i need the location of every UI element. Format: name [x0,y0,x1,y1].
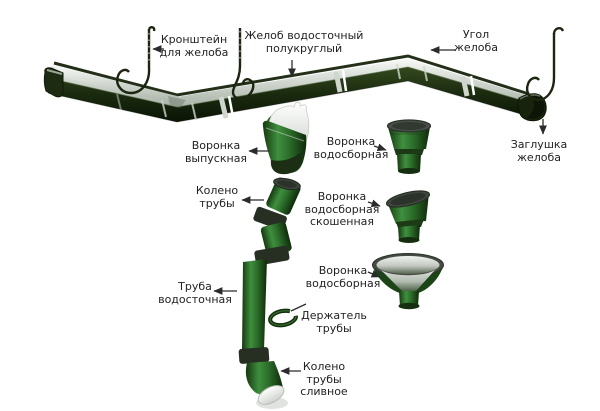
arrow-catch-funnel [373,143,387,152]
beveled-funnel-icon [385,190,431,243]
downpipe-icon [238,259,270,364]
gutter-graphic [43,54,547,123]
gutter-bracket-icon-middle [231,28,255,100]
gutter-bracket-icon-right [525,26,565,102]
label-gutter: Желоб водосточный полукруглый [244,29,364,55]
label-gutter-endcap: Заглушка желоба [510,138,568,164]
pointer-pipe-holder [290,303,307,312]
pipe-holder-icon [268,308,298,328]
label-gutter-bracket: Кронштейн для желоба [159,33,229,59]
label-outlet-funnel: Воронка выпускная [184,139,248,165]
label-catch-funnel: Воронка водосборная [313,135,389,161]
gutter-joints [218,69,476,119]
label-downpipe: Труба водосточная [158,280,232,306]
label-drain-elbow: Колено трубы сливное [300,360,348,398]
label-beveled-funnel: Воронка водосборная скошенная [304,190,380,228]
arrow-wide-funnel [367,270,381,278]
label-pipe-elbow: Колено трубы [195,184,239,210]
catch-funnel-icon [386,119,432,174]
arrow-beveled-funnel [367,199,381,208]
label-pipe-holder: Держатель трубы [301,309,367,335]
outlet-funnel-icon [262,101,310,175]
drain-elbow-icon [245,361,288,409]
wide-funnel-icon [372,253,444,310]
gutter-seams [116,63,428,121]
gutter-bracket-icon-left [116,26,156,95]
label-wide-funnel: Воронка водосборная [305,264,381,290]
pointer-arrows [152,45,547,375]
gutter-left-endcap [43,67,64,98]
label-gutter-corner: Угол желоба [454,28,498,54]
pipe-elbow-icon [253,177,301,266]
